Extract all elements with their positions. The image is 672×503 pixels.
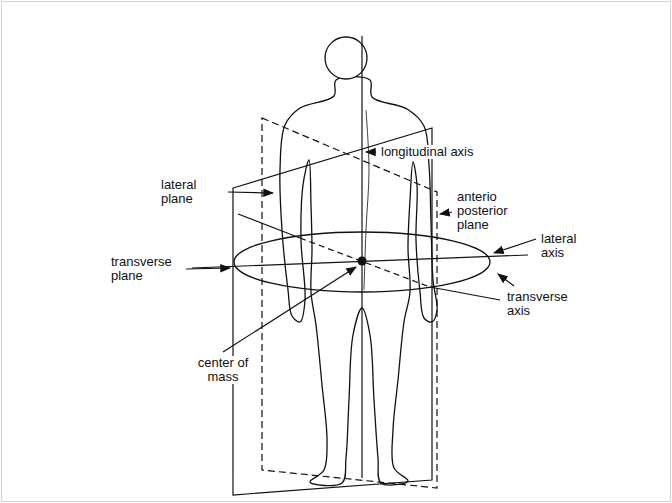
lateral-axis [192,255,528,268]
transverse-axis [430,287,500,300]
lateral-plane [233,128,432,495]
diagram-label: anterio posterior plane [456,190,530,232]
leader-arrow [223,267,356,352]
leader-arrow [494,239,536,253]
diagram-label: center of mass [190,356,256,384]
transverse-axis [238,214,300,238]
diagram-label: transverse plane [110,255,182,283]
anterio-posterior-plane [262,118,437,488]
center-of-mass-dot [358,257,367,266]
transverse-axis [300,238,430,287]
leader-arrow [498,274,514,286]
head [325,37,367,79]
diagram-label: transverse axis [506,290,570,318]
diagram-label: lateral plane [160,178,224,206]
human-figure [280,77,437,486]
diagram-label: longitudinal axis [380,145,475,159]
leader-arrow [186,268,230,269]
leader-arrow [366,151,376,152]
body-outline [280,77,437,486]
leader-arrow [440,212,452,214]
diagram-label: lateral axis [540,232,594,260]
transverse-plane [234,232,490,292]
leader-arrow [228,192,273,193]
